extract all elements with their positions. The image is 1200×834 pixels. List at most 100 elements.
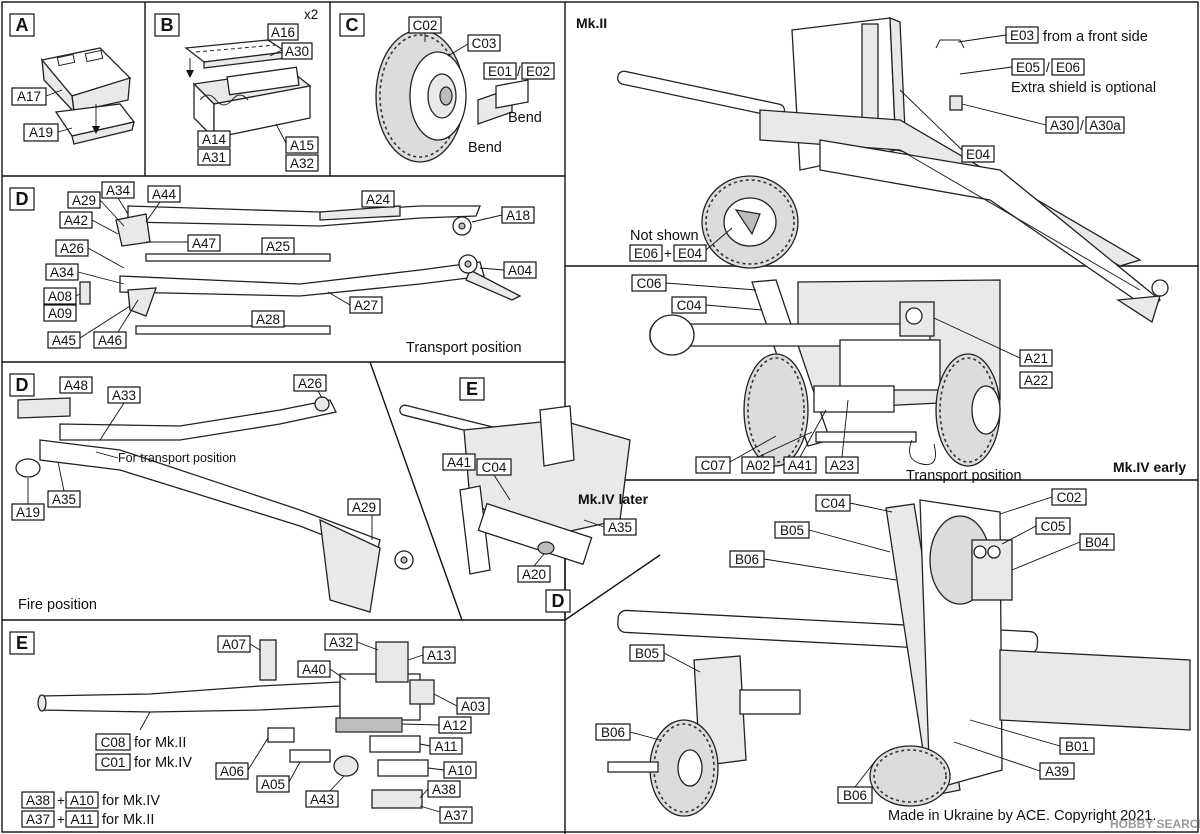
label-a11: A11 — [434, 739, 457, 754]
label-a35-e: A35 — [608, 520, 632, 535]
label-c04-e: C04 — [482, 460, 507, 475]
arrow-down-icon — [92, 126, 100, 134]
step-d-badge — [9, 187, 35, 211]
label-a22: A22 — [1024, 373, 1048, 388]
panel-e-diamond: E A41 C04 A35 A20 D — [399, 377, 637, 613]
combo-a11: A11 — [70, 812, 93, 827]
combo1-note: for Mk.IV — [102, 793, 160, 809]
panel-d-fire: D A48 A33 A26 For transport position A19… — [9, 373, 414, 613]
mk4-later-title: Mk.IV later — [578, 491, 649, 507]
label-a35: A35 — [52, 492, 76, 507]
not-shown-note: Not shown — [630, 228, 699, 244]
slash-separator: / — [1080, 118, 1084, 133]
label-a29-fire: A29 — [352, 500, 376, 515]
label-e02: E02 — [526, 64, 550, 79]
label-a34-lower: A34 — [50, 265, 75, 280]
label-b06-bottom: B06 — [843, 788, 867, 803]
part-a19-plate — [54, 103, 136, 145]
part-a16-rail — [184, 39, 288, 69]
plus-sign: + — [664, 246, 672, 261]
mk4-early-gun — [649, 279, 1001, 447]
label-c03: C03 — [472, 36, 497, 51]
step-c-badge — [339, 13, 365, 37]
label-a41-e: A41 — [447, 455, 471, 470]
panel-d-transport: D A29 A34 A44 A24 A18 — [9, 181, 537, 356]
label-c06: C06 — [637, 276, 662, 291]
part-a17-block — [40, 47, 132, 114]
label-a21: A21 — [1024, 351, 1048, 366]
label-c02-later: C02 — [1057, 490, 1082, 505]
for-mk4-note: for Mk.IV — [134, 755, 192, 771]
label-c04: C04 — [677, 298, 702, 313]
label-e04-not-shown: E04 — [678, 246, 703, 261]
label-a30: A30 — [1050, 118, 1074, 133]
part-a14-frame — [192, 66, 312, 140]
step-d-letter: D — [16, 189, 29, 209]
e2-barrel-assembly — [37, 639, 435, 809]
label-a20-e: A20 — [522, 567, 546, 582]
extra-shield-note: Extra shield is optional — [1011, 80, 1156, 96]
label-a30: A30 — [285, 44, 309, 59]
trail-upper — [115, 205, 481, 247]
label-a32-e2: A32 — [329, 635, 353, 650]
bracket-e01-e02 — [477, 79, 529, 125]
transport-position-caption: Transport position — [406, 340, 522, 356]
mk4-early-title: Mk.IV early — [1113, 459, 1186, 475]
label-a41: A41 — [788, 458, 812, 473]
watermark: HOBBY SEARCH — [1110, 817, 1200, 831]
label-a29: A29 — [72, 193, 96, 208]
label-e05: E05 — [1016, 60, 1040, 75]
bend-note-1: Bend — [508, 110, 542, 126]
label-a48: A48 — [64, 378, 88, 393]
step-d-sub-badge — [545, 589, 571, 613]
label-a43: A43 — [310, 792, 334, 807]
label-a34: A34 — [106, 183, 131, 198]
label-b01-later: B01 — [1065, 739, 1089, 754]
label-a33: A33 — [112, 388, 136, 403]
label-a08: A08 — [48, 289, 72, 304]
panel-mk4-later: Mk.IV later C04 C02 B05 — [578, 488, 1200, 831]
step-a-letter: A — [16, 15, 29, 35]
label-a07: A07 — [222, 637, 246, 652]
plus-sign: + — [57, 793, 65, 808]
label-a30a: A30a — [1089, 118, 1121, 133]
label-a03: A03 — [461, 699, 485, 714]
label-a38: A38 — [432, 782, 456, 797]
step-d-fire-badge — [9, 373, 35, 397]
label-e06-not-shown: E06 — [634, 246, 658, 261]
label-a42: A42 — [64, 213, 88, 228]
label-a45: A45 — [52, 333, 76, 348]
slash-separator: / — [517, 64, 521, 79]
mk2-gun — [617, 17, 1169, 324]
fire-position-caption: Fire position — [18, 597, 97, 613]
arrow-down-icon — [186, 70, 194, 78]
label-a19: A19 — [29, 125, 53, 140]
label-a09: A09 — [48, 306, 72, 321]
label-c01: C01 — [101, 755, 126, 770]
label-a32: A32 — [290, 156, 314, 171]
label-a15: A15 — [290, 138, 314, 153]
label-a37: A37 — [444, 808, 468, 823]
step-c-letter: C — [346, 15, 359, 35]
step-e2-badge — [9, 631, 35, 655]
label-c08: C08 — [101, 735, 126, 750]
label-a46: A46 — [98, 333, 122, 348]
label-b06-later: B06 — [735, 552, 759, 567]
step-d-sub-letter: D — [552, 591, 565, 611]
label-a04: A04 — [508, 263, 533, 278]
mk2-wheel — [701, 175, 799, 269]
label-a18: A18 — [506, 208, 530, 223]
label-a27: A27 — [354, 298, 378, 313]
transport-position-note: For transport position — [118, 451, 236, 465]
mk2-title: Mk.II — [576, 15, 607, 31]
label-e04: E04 — [966, 147, 991, 162]
label-c05-later: C05 — [1041, 519, 1066, 534]
label-a26: A26 — [60, 241, 84, 256]
label-a13: A13 — [427, 648, 451, 663]
panel-mk4-early: C06 C04 A21 A22 C07 A02 A41 A23 Transpor… — [631, 274, 1186, 484]
panel-a: A A17 A19 — [9, 13, 136, 145]
label-a39-later: A39 — [1045, 764, 1069, 779]
label-a28: A28 — [256, 312, 280, 327]
combo-a10: A10 — [70, 793, 94, 808]
